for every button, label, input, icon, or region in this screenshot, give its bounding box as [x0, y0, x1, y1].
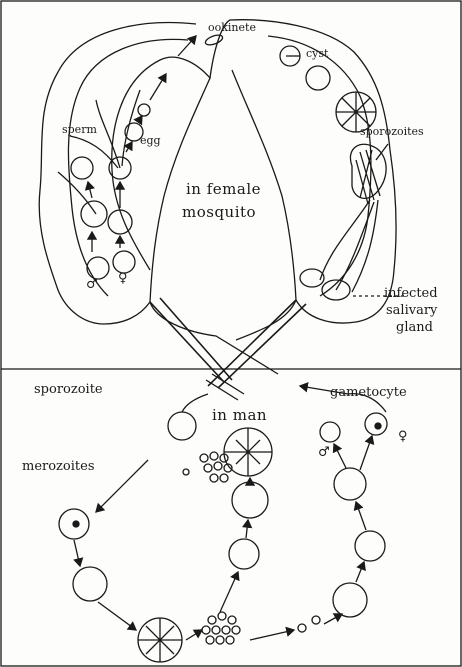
label-cyst: cyst — [306, 48, 328, 59]
label-male-top: ♂ — [86, 278, 98, 291]
developing-cell-b — [108, 210, 132, 234]
label-sperm: sperm — [62, 124, 97, 135]
gametocyte-ring — [334, 468, 366, 500]
male-gametocyte-cell — [87, 257, 109, 279]
label-male-bottom: ♂ — [318, 446, 330, 459]
cycle-cell-3 — [229, 539, 259, 569]
growing-cyst — [306, 66, 330, 90]
label-gametocyte: gametocyte — [330, 386, 407, 399]
label-merozoites: merozoites — [22, 460, 94, 473]
label-sporozoite: sporozoite — [34, 383, 103, 396]
label-female-bottom: ♀ — [398, 430, 408, 443]
cycle-cell-4 — [232, 482, 268, 518]
gametocyte-male — [320, 422, 340, 442]
bottom-tube — [206, 374, 244, 400]
ookinete-cell — [204, 33, 224, 47]
zygote-cell — [138, 104, 150, 116]
sporozoite-burst — [350, 144, 386, 198]
small-cell-a — [312, 616, 320, 624]
tube-right-a — [208, 300, 296, 386]
liver-cell-start — [168, 412, 196, 440]
merozoite-single — [183, 469, 189, 475]
sporozoites-leader — [376, 144, 388, 160]
female-gametocyte-cell — [113, 251, 135, 273]
merozoite-cluster-bottom — [202, 612, 240, 644]
cycle-cell-2 — [73, 567, 107, 601]
developing-cell-a — [81, 201, 107, 227]
title-mosquito: mosquito — [182, 205, 256, 220]
gametocyte-young — [333, 583, 367, 617]
label-gland: gland — [396, 321, 433, 334]
sporozoite-path — [182, 394, 208, 412]
title-in-man: in man — [212, 408, 267, 423]
label-female-top: ♀ — [118, 272, 128, 285]
title-in-female: in female — [186, 182, 261, 197]
label-infected: infected — [384, 287, 438, 300]
developing-cell-c — [71, 157, 93, 179]
merozoite-cluster-top — [200, 452, 232, 482]
small-cell-b — [298, 624, 306, 632]
label-salivary: salivary — [386, 304, 437, 317]
label-egg: egg — [140, 135, 161, 146]
tube-left-a — [150, 302, 224, 382]
gametocyte-developing — [355, 531, 385, 561]
label-sporozoites: sporozoites — [360, 126, 424, 137]
label-ookinete: ookinete — [208, 22, 256, 33]
